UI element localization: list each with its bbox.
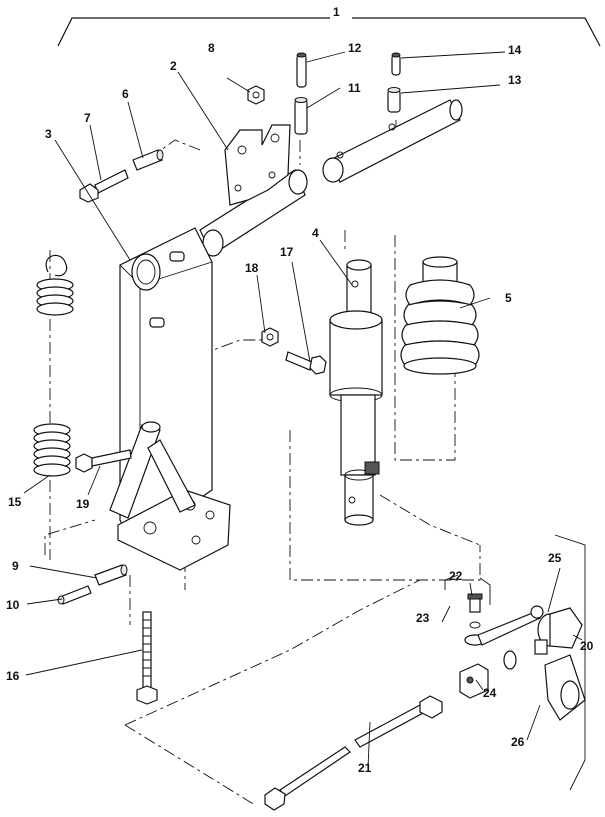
spring-15 <box>33 254 74 477</box>
control-rod <box>264 695 443 811</box>
callout-19: 19 <box>76 497 90 511</box>
bolt-17 <box>285 351 327 375</box>
callout-8: 8 <box>208 41 215 55</box>
callout-21: 21 <box>358 761 372 775</box>
bolt-16 <box>136 611 158 705</box>
pivot-bracket <box>199 124 308 257</box>
nut-18 <box>261 327 279 347</box>
bolt-19 <box>75 449 132 473</box>
callout-12: 12 <box>348 41 362 55</box>
callout-16: 16 <box>6 669 20 683</box>
callout-1: 1 <box>333 5 340 19</box>
bolt-7 <box>79 169 129 203</box>
callout-13: 13 <box>508 73 522 87</box>
callout-3: 3 <box>45 127 52 141</box>
callout-6: 6 <box>122 87 129 101</box>
callout-18: 18 <box>245 261 259 275</box>
pin-12 <box>296 54 307 88</box>
callout-23: 23 <box>416 611 430 625</box>
tube <box>322 99 463 183</box>
bushing-6 <box>132 149 164 171</box>
callout-25: 25 <box>548 551 562 565</box>
callout-4: 4 <box>312 226 319 240</box>
callout-26: 26 <box>511 735 525 749</box>
callout-5: 5 <box>505 291 512 305</box>
callout-7: 7 <box>84 111 91 125</box>
main-arm <box>109 227 231 571</box>
callout-22: 22 <box>449 569 463 583</box>
callout-10: 10 <box>6 598 20 612</box>
bushing-10 <box>57 585 92 605</box>
sleeve-11 <box>294 99 308 135</box>
leader-lines <box>23 51 583 769</box>
assembly-bracket <box>57 17 601 47</box>
callout-11: 11 <box>348 81 361 95</box>
callout-2: 2 <box>170 59 177 73</box>
callout-labels: 1 2 3 4 5 6 7 8 9 10 11 12 13 14 15 16 1… <box>6 5 594 775</box>
pins <box>294 52 401 135</box>
callout-24: 24 <box>483 686 497 700</box>
callout-20: 20 <box>580 639 594 653</box>
callout-9: 9 <box>12 559 19 573</box>
nut-8 <box>247 85 265 105</box>
callout-14: 14 <box>508 43 522 57</box>
sleeve-13 <box>387 89 401 113</box>
callout-15: 15 <box>8 495 22 509</box>
callout-17: 17 <box>280 245 294 259</box>
actuator-cylinder <box>329 259 383 526</box>
bellows-boot <box>400 256 480 375</box>
lever-assembly <box>444 574 544 699</box>
pin-14 <box>391 54 401 76</box>
valve-assembly <box>534 607 586 721</box>
bushing-9 <box>94 564 128 586</box>
